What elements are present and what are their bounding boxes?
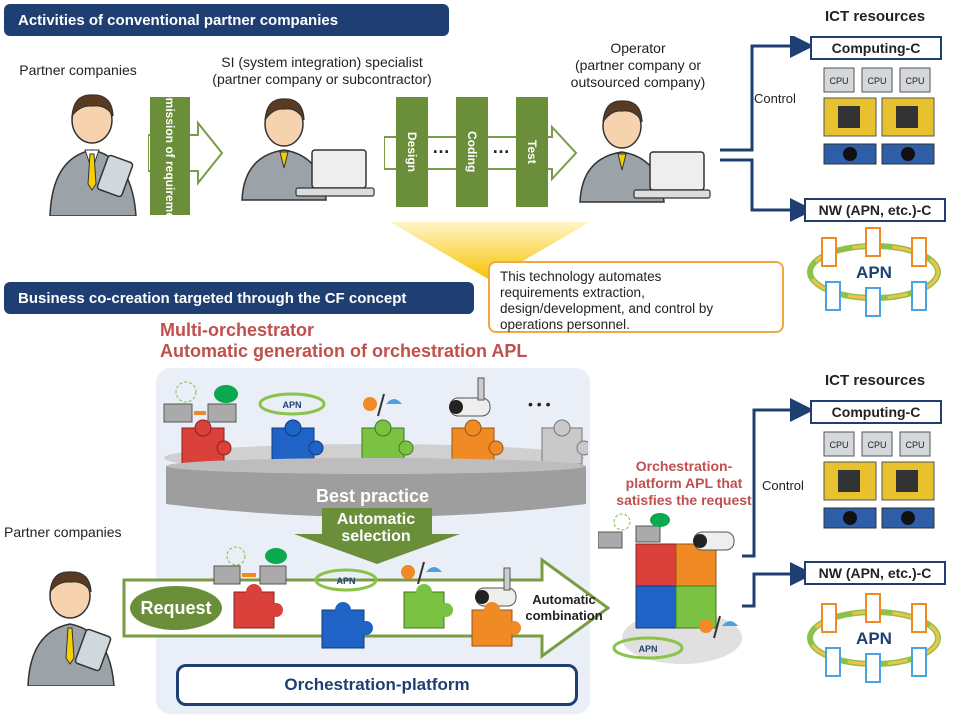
auto-select-line2: selection [341,528,411,545]
auto-combination-line1: Automatic [532,592,596,607]
server-icon [163,403,237,423]
auto-select-line1: Automatic [336,511,416,528]
step-coding: Coding [456,97,488,207]
result-label: Orchestration- platform APL that satisfi… [604,458,764,509]
server-hardware-bottom-icon: CPU CPU CPU [823,431,935,529]
selected-pieces: APN [213,546,521,649]
callout-line1: This technology automates [500,269,662,284]
apn-network-icon: APN [807,227,941,317]
operator-label-line1: Operator [610,40,666,56]
orchestration-platform-box: Orchestration-platform [176,664,578,706]
si-worker-icon [241,98,375,201]
step-design-label: Design [405,131,419,172]
cpu-text-2: CPU [867,76,886,86]
callout-line3: design/development, and control by [500,301,714,316]
cpu-text-b3: CPU [905,440,924,450]
cpu-text-b2: CPU [867,440,886,450]
ict-title-top: ICT resources [825,8,926,25]
multi-title-line1: Multi-orchestrator [160,320,315,340]
best-practice-label: Best practice [316,486,430,506]
automation-callout: This technology automates requirements e… [488,261,784,333]
result-line3: satisfies the request [616,492,752,508]
step-coding-label: Coding [465,131,479,173]
step-test: Test [516,97,548,207]
cf-banner: Business co-creation targeted through th… [4,282,474,314]
ellipsis-2: … [492,137,510,157]
control-arrows-bottom [742,398,814,608]
si-label-line1: SI (system integration) specialist [221,54,423,70]
computing-label-bottom: Computing-C [831,404,921,420]
auto-select-label: Automatic selection [316,511,436,545]
si-label: SI (system integration) specialist (part… [192,54,452,88]
cpu-text-b1: CPU [829,440,848,450]
best-practice-pieces: APN [163,377,588,472]
result-line2: platform APL that [625,475,743,491]
apn-text-bottom: APN [856,629,892,648]
operator-icon [579,100,711,203]
apn-network-bottom-icon: APN [807,593,941,683]
multi-title-line2: Automatic generation of orchestration AP… [160,341,528,361]
apn-mini-text: APN [282,400,301,410]
computing-box-bottom: Computing-C [810,400,942,424]
si-label-line2: (partner company or subcontractor) [212,71,432,87]
red-puzzle-piece [181,419,232,465]
control-label-top: Control [754,91,796,106]
apn-mini-text-2: APN [336,576,355,586]
auto-combination-label: Automatic combination [514,592,614,624]
operator-label-line2: (partner company or [574,57,702,73]
control-arrows-top [720,36,814,222]
request-label: Request [140,598,212,618]
partner-person-icon [49,94,137,216]
submission-box: Submission of requirements [150,75,190,237]
server-hardware-icon: CPU CPU CPU [823,67,935,165]
cf-banner-text: Business co-creation targeted through th… [18,289,407,307]
partner-label-bottom: Partner companies [4,524,122,540]
step-test-label: Test [525,140,539,164]
conventional-banner: Activities of conventional partner compa… [4,4,449,36]
ellipsis-1: … [432,137,450,157]
apn-text-top: APN [856,263,892,282]
conventional-banner-text: Activities of conventional partner compa… [18,11,339,29]
control-label-bottom: Control [762,478,804,493]
network-box-bottom: NW (APN, etc.)-C [804,561,946,585]
computing-label-top: Computing-C [831,40,921,56]
more-dots: • • • [528,396,551,412]
auto-combination-line2: combination [525,608,603,623]
callout-line4: operations personnel. [500,317,630,332]
result-line1: Orchestration- [635,458,733,474]
partner-person-bottom-icon [27,571,115,686]
orchestration-platform-label: Orchestration-platform [284,675,470,694]
network-box-top: NW (APN, etc.)-C [804,198,946,222]
apn-mini-text-3: APN [638,644,657,654]
cpu-text-1: CPU [829,76,848,86]
partner-label-top: Partner companies [19,62,137,78]
combined-pieces: APN [598,513,742,664]
cpu-text-3: CPU [905,76,924,86]
step-design: Design [396,97,428,207]
network-label-top: NW (APN, etc.)-C [818,202,932,218]
operator-label: Operator (partner company or outsourced … [548,40,728,91]
network-label-bottom: NW (APN, etc.)-C [818,565,932,581]
multi-orchestrator-title: Multi-orchestrator Automatic generation … [160,320,527,362]
request-ellipse [130,586,222,630]
funnel-shape [390,222,590,280]
auto-select-arrow [294,508,460,564]
computing-box-top: Computing-C [810,36,942,60]
ict-title-bottom: ICT resources [825,372,926,389]
submission-text: Submission of requirements [163,74,177,238]
operator-label-line3: outsourced company) [570,74,706,90]
best-practice-disc [166,458,586,517]
callout-line2: requirements extraction, [500,285,645,300]
